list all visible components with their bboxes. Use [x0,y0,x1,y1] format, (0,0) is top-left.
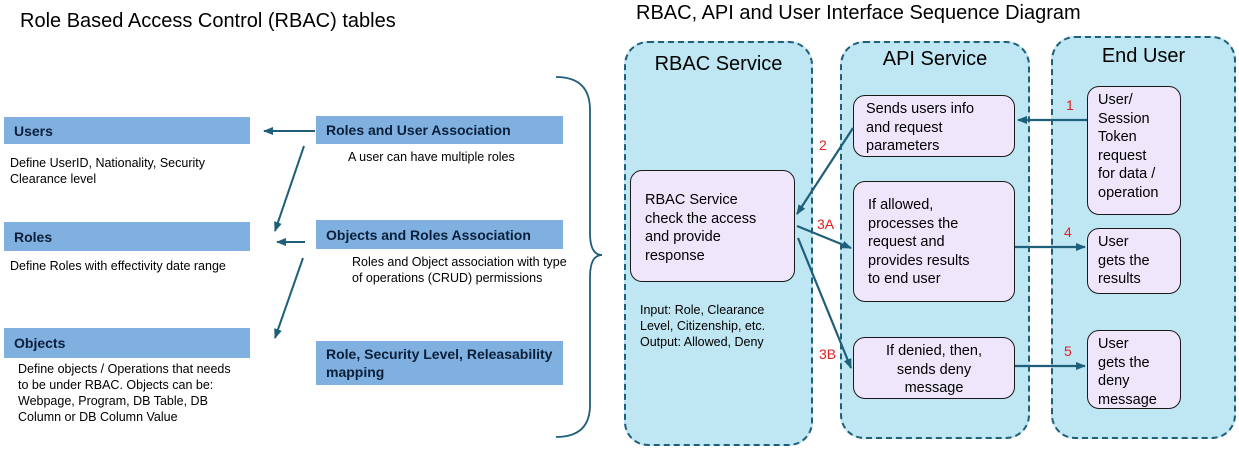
rbac-input-output-note: Input: Role, Clearance Level, Citizenshi… [640,303,766,349]
user-request-box: User/ Session Token request for data / o… [1087,86,1181,215]
rbac-lane-title: RBAC Service [654,53,783,75]
roles-user-assoc-label: Roles and User Association [326,122,511,138]
grouping-brace [555,76,603,438]
roles-table: Roles [4,222,250,251]
arrow-step-3b [796,237,853,369]
users-table-label: Users [14,122,53,139]
right-title: RBAC, API and User Interface Sequence Di… [636,2,1081,24]
arrow-step-3a [796,224,852,250]
objects-table: Objects [4,328,250,358]
arrow-obj-roles-to-objects [274,257,304,339]
roles-user-assoc-table: Roles and User Association [316,116,563,144]
step-2-label: 2 [819,137,827,153]
api-send-box: Sends users info and request parameters [853,95,1015,157]
left-title: Role Based Access Control (RBAC) tables [20,10,396,32]
objects-roles-assoc-desc: Roles and Object association with type o… [352,255,567,285]
roles-user-assoc-desc: A user can have multiple roles [348,150,515,164]
end-user-lane-title: End User [1101,45,1186,67]
objects-roles-assoc-table: Objects and Roles Association [316,220,563,249]
step-3a-label: 3A [817,216,835,232]
step-1-label: 1 [1066,97,1074,113]
step-5-label: 5 [1064,343,1072,359]
roles-desc: Define Roles with effectivity date range [10,259,226,273]
step-4-label: 4 [1064,224,1072,240]
user-deny-box: User gets the deny message [1087,330,1181,409]
roles-table-label: Roles [14,228,53,245]
role-security-mapping-label: Role, Security Level, Releasability mapp… [326,346,553,380]
users-desc: Define UserID, Nationality, Security Cle… [10,156,205,186]
objects-roles-assoc-label: Objects and Roles Association [326,226,531,243]
api-lane-title: API Service [882,48,988,70]
role-security-mapping-table: Role, Security Level, Releasability mapp… [316,341,563,385]
objects-table-label: Objects [14,335,66,351]
user-results-box: User gets the results [1087,228,1181,294]
api-allowed-box: If allowed, processes the request and pr… [853,181,1015,302]
arrow-step-2 [796,127,854,215]
objects-desc: Define objects / Operations that needs t… [18,362,231,424]
rbac-check-box: RBAC Service check the access and provid… [630,170,795,282]
api-denied-box: If denied, then, sends deny message [853,337,1015,399]
step-3b-label: 3B [819,346,837,362]
arrow-role-user-to-roles [274,145,305,232]
users-table: Users [4,117,250,144]
